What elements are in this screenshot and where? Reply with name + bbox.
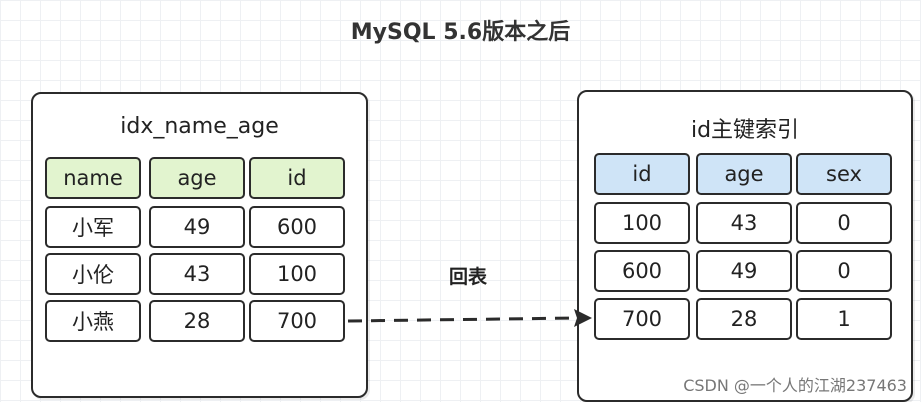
pk-r2-age: 49: [696, 250, 792, 292]
cell-r2-name: 小伦: [45, 253, 141, 295]
cell-r2-age: 43: [149, 253, 245, 295]
pk-r3-age: 28: [696, 298, 792, 340]
header-pk-sex: sex: [796, 153, 892, 195]
cell-r2-id: 100: [249, 253, 345, 295]
arrow-line: [347, 316, 579, 323]
pk-r2-sex: 0: [796, 250, 892, 292]
header-id: id: [249, 157, 345, 199]
cell-r3-age: 28: [149, 300, 245, 342]
cell-r3-name: 小燕: [45, 300, 141, 342]
pk-r1-sex: 0: [796, 202, 892, 244]
header-age: age: [149, 157, 245, 199]
watermark: CSDN @一个人的江湖237463: [683, 376, 907, 395]
pk-r1-id: 100: [594, 202, 690, 244]
primary-index-panel: id主键索引 id age sex 100 43 0 600 49 0 700 …: [577, 90, 913, 402]
secondary-index-panel: idx_name_age name age id 小军 49 600 小伦 43…: [31, 92, 368, 398]
cell-r1-id: 600: [249, 206, 345, 248]
cell-r3-id: 700: [249, 300, 345, 342]
secondary-index-title: idx_name_age: [120, 114, 279, 139]
pk-r3-sex: 1: [796, 298, 892, 340]
arrow-label: 回表: [449, 266, 488, 288]
header-pk-age: age: [696, 153, 792, 195]
pk-r3-id: 700: [594, 298, 690, 340]
primary-index-title: id主键索引: [690, 118, 800, 143]
pk-r1-age: 43: [696, 202, 792, 244]
header-name: name: [45, 157, 141, 199]
header-pk-id: id: [594, 153, 690, 195]
cell-r1-age: 49: [149, 206, 245, 248]
arrow-head-icon: [574, 309, 592, 327]
pk-r2-id: 600: [594, 250, 690, 292]
diagram-title: MySQL 5.6版本之后: [350, 20, 571, 45]
cell-r1-name: 小军: [45, 206, 141, 248]
